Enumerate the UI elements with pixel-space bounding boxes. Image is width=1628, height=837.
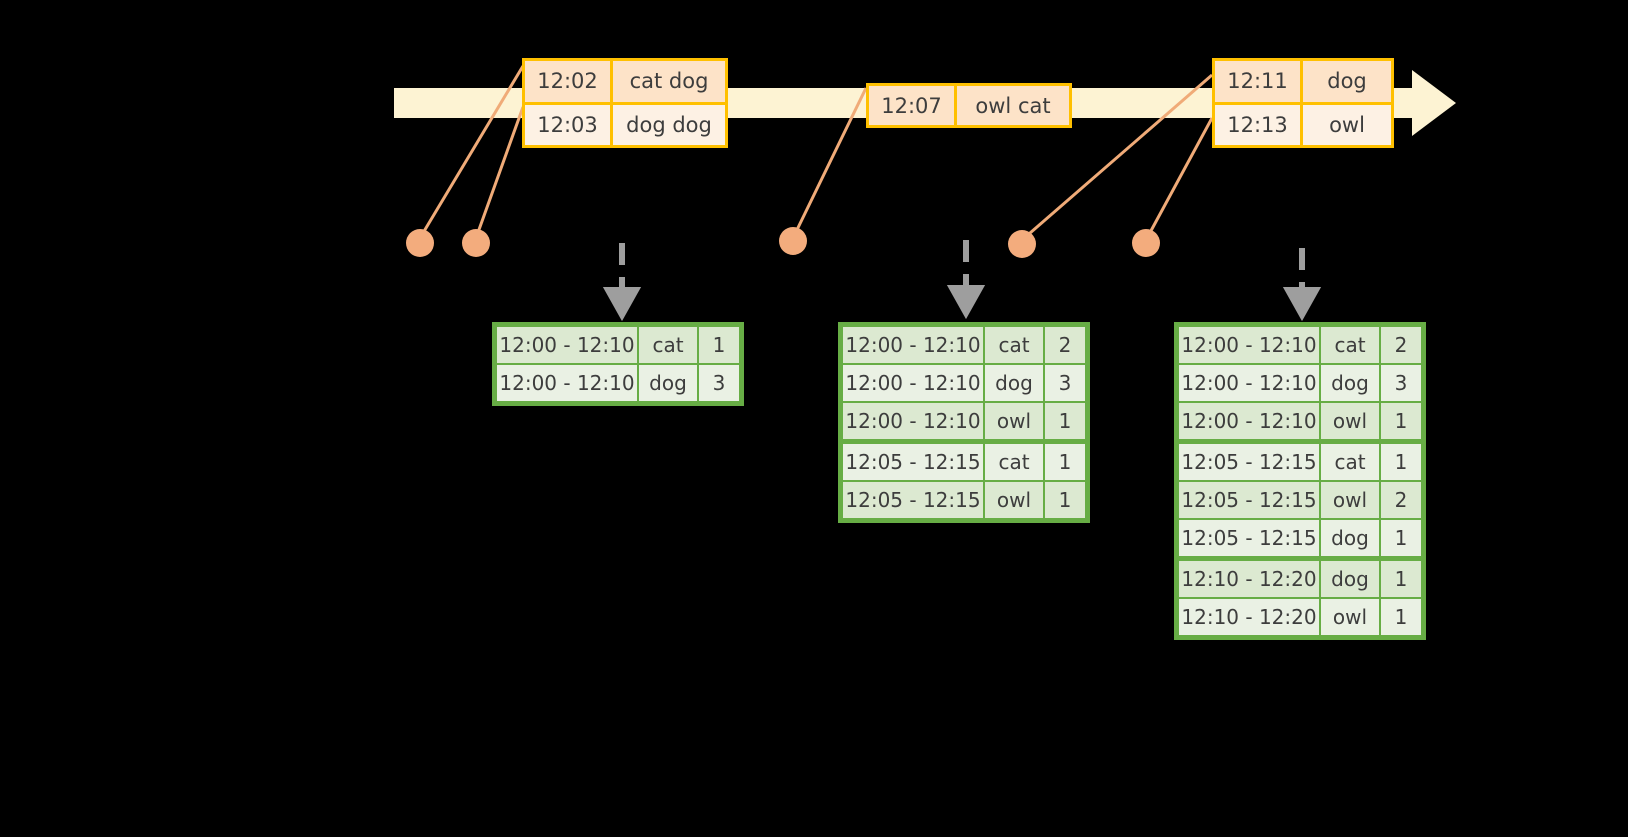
cell-count: 1 — [1381, 444, 1421, 480]
cell-count: 1 — [1045, 403, 1085, 439]
dashed-arrow-head — [1282, 287, 1322, 322]
cell-word: cat — [1321, 327, 1379, 363]
event-text: owl — [1303, 104, 1391, 145]
cell-word: dog — [1321, 365, 1379, 401]
event-text: cat dog — [613, 61, 725, 102]
cell-word: owl — [985, 482, 1043, 518]
cell-word: cat — [985, 327, 1043, 363]
cell-count: 2 — [1381, 482, 1421, 518]
cell-word: owl — [985, 403, 1043, 439]
event-row[interactable]: 12:02 cat dog — [525, 61, 725, 102]
cell-count: 2 — [1381, 327, 1421, 363]
event-time: 12:07 — [869, 86, 957, 125]
cell-count: 3 — [1045, 365, 1085, 401]
cell-window: 12:00 - 12:10 — [843, 403, 983, 439]
cell-word: cat — [639, 327, 697, 363]
event-time: 12:13 — [1215, 104, 1303, 145]
event-row[interactable]: 12:11 dog — [1215, 61, 1391, 102]
cell-count: 1 — [1381, 599, 1421, 635]
cell-word: dog — [985, 365, 1043, 401]
cell-word: cat — [985, 444, 1043, 480]
cell-word: owl — [1321, 599, 1379, 635]
cell-window: 12:10 - 12:20 — [1179, 599, 1319, 635]
cell-window: 12:05 - 12:15 — [843, 444, 983, 480]
dashed-arrow-head — [946, 285, 986, 320]
dashed-arrow-head — [602, 287, 642, 322]
event-dot — [779, 227, 807, 255]
cell-window: 12:00 - 12:10 — [843, 365, 983, 401]
event-text: dog dog — [613, 104, 725, 145]
cell-count: 3 — [1381, 365, 1421, 401]
cell-count: 1 — [1381, 520, 1421, 556]
cell-word: dog — [1321, 561, 1379, 597]
event-group-3[interactable]: 12:11 dog 12:13 owl — [1212, 58, 1394, 148]
cell-count: 3 — [699, 365, 739, 401]
event-dot — [406, 229, 434, 257]
event-text: owl cat — [957, 86, 1069, 125]
event-dot — [1008, 230, 1036, 258]
cell-count: 1 — [1381, 403, 1421, 439]
cell-word: dog — [1321, 520, 1379, 556]
cell-window: 12:00 - 12:10 — [497, 327, 637, 363]
event-row[interactable]: 12:03 dog dog — [525, 101, 725, 145]
cell-word: cat — [1321, 444, 1379, 480]
cell-window: 12:05 - 12:15 — [1179, 482, 1319, 518]
event-time: 12:03 — [525, 104, 613, 145]
cell-window: 12:00 - 12:10 — [497, 365, 637, 401]
event-text: dog — [1303, 61, 1391, 102]
cell-word: owl — [1321, 482, 1379, 518]
cell-count: 1 — [1045, 444, 1085, 480]
cell-count: 1 — [699, 327, 739, 363]
cell-window: 12:05 - 12:15 — [1179, 444, 1319, 480]
cell-count: 1 — [1045, 482, 1085, 518]
event-row[interactable]: 12:07 owl cat — [869, 86, 1069, 125]
event-time: 12:02 — [525, 61, 613, 102]
cell-window: 12:00 - 12:10 — [843, 327, 983, 363]
event-group-2[interactable]: 12:07 owl cat — [866, 83, 1072, 128]
cell-window: 12:05 - 12:15 — [843, 482, 983, 518]
cell-window: 12:00 - 12:10 — [1179, 365, 1319, 401]
event-row[interactable]: 12:13 owl — [1215, 101, 1391, 145]
cell-window: 12:10 - 12:20 — [1179, 561, 1319, 597]
cell-window: 12:00 - 12:10 — [1179, 327, 1319, 363]
event-dot — [1132, 229, 1160, 257]
cell-window: 12:05 - 12:15 — [1179, 520, 1319, 556]
cell-count: 1 — [1381, 561, 1421, 597]
cell-word: owl — [1321, 403, 1379, 439]
cell-window: 12:00 - 12:10 — [1179, 403, 1319, 439]
cell-word: dog — [639, 365, 697, 401]
event-time: 12:11 — [1215, 61, 1303, 102]
event-group-1[interactable]: 12:02 cat dog 12:03 dog dog — [522, 58, 728, 148]
cell-count: 2 — [1045, 327, 1085, 363]
event-dot — [462, 229, 490, 257]
